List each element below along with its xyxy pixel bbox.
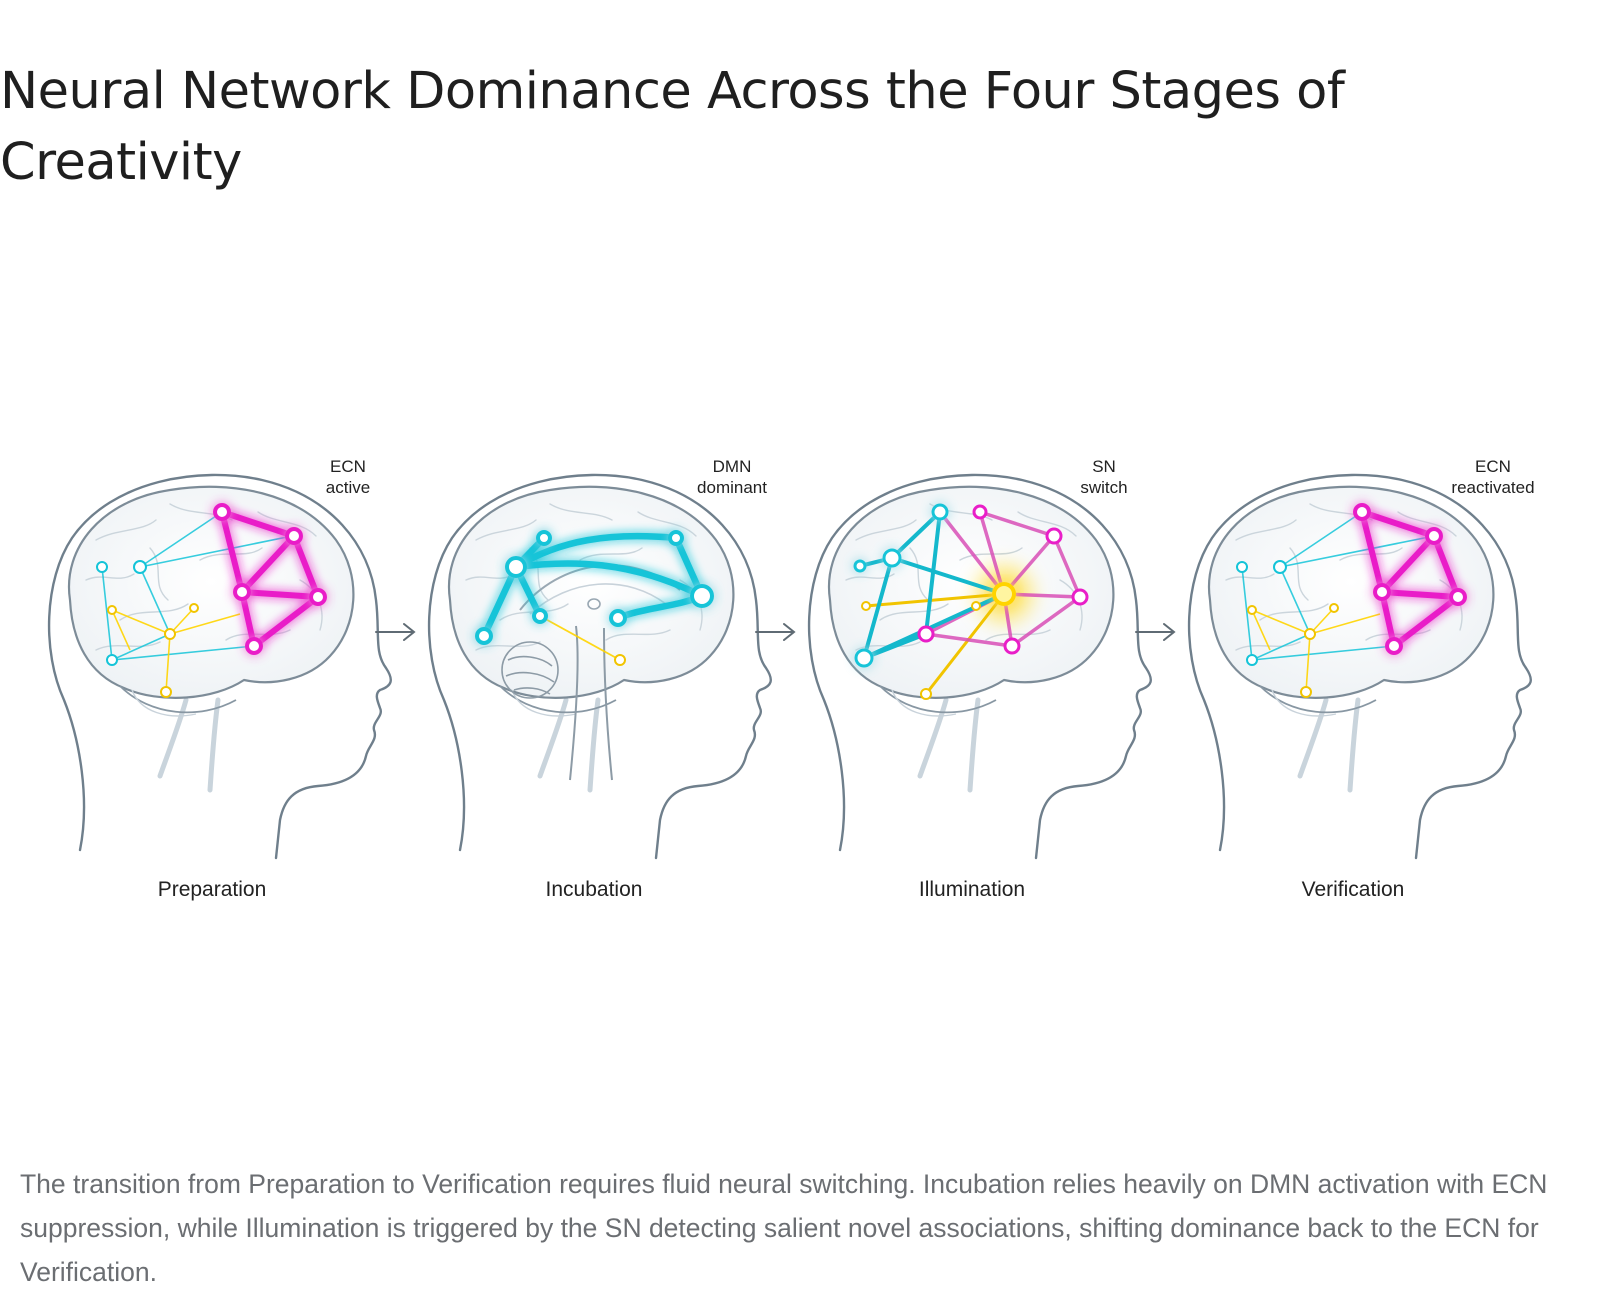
stage-label: Preparation [158,878,267,901]
page-title: Neural Network Dominance Across the Four… [0,62,1345,192]
stage-incubation: DMN dominant Incubation [429,457,771,901]
stage-tag-line1: SN [1092,457,1116,476]
creativity-stages-diagram: ECN active Preparation DMN dominant [0,457,1535,901]
sn-network [539,615,621,661]
stage-verification: ECN reactivated Verification [1189,457,1535,901]
stage-tag-line1: ECN [1475,457,1511,476]
stage-tag-line2: switch [1080,478,1127,497]
stage-tag-line1: ECN [330,457,366,476]
stage-tag-line1: DMN [713,457,752,476]
stage-label: Verification [1302,878,1405,901]
arrow-icon [755,623,796,641]
stage-tag-line2: reactivated [1451,478,1534,497]
arrow-icon [375,623,416,641]
stage-tag-line2: active [326,478,370,497]
arrow-icon [1135,623,1176,641]
dmn-network [859,510,1005,660]
figure-caption: The transition from Preparation to Verif… [20,1169,1548,1287]
cerebellum [501,641,559,699]
stage-tag-line2: dominant [697,478,767,497]
stage-label: Incubation [546,878,643,901]
stage-preparation: ECN active Preparation [49,457,391,901]
stage-illumination: SN switch Illumination [809,457,1151,901]
stage-label: Illumination [919,878,1025,901]
